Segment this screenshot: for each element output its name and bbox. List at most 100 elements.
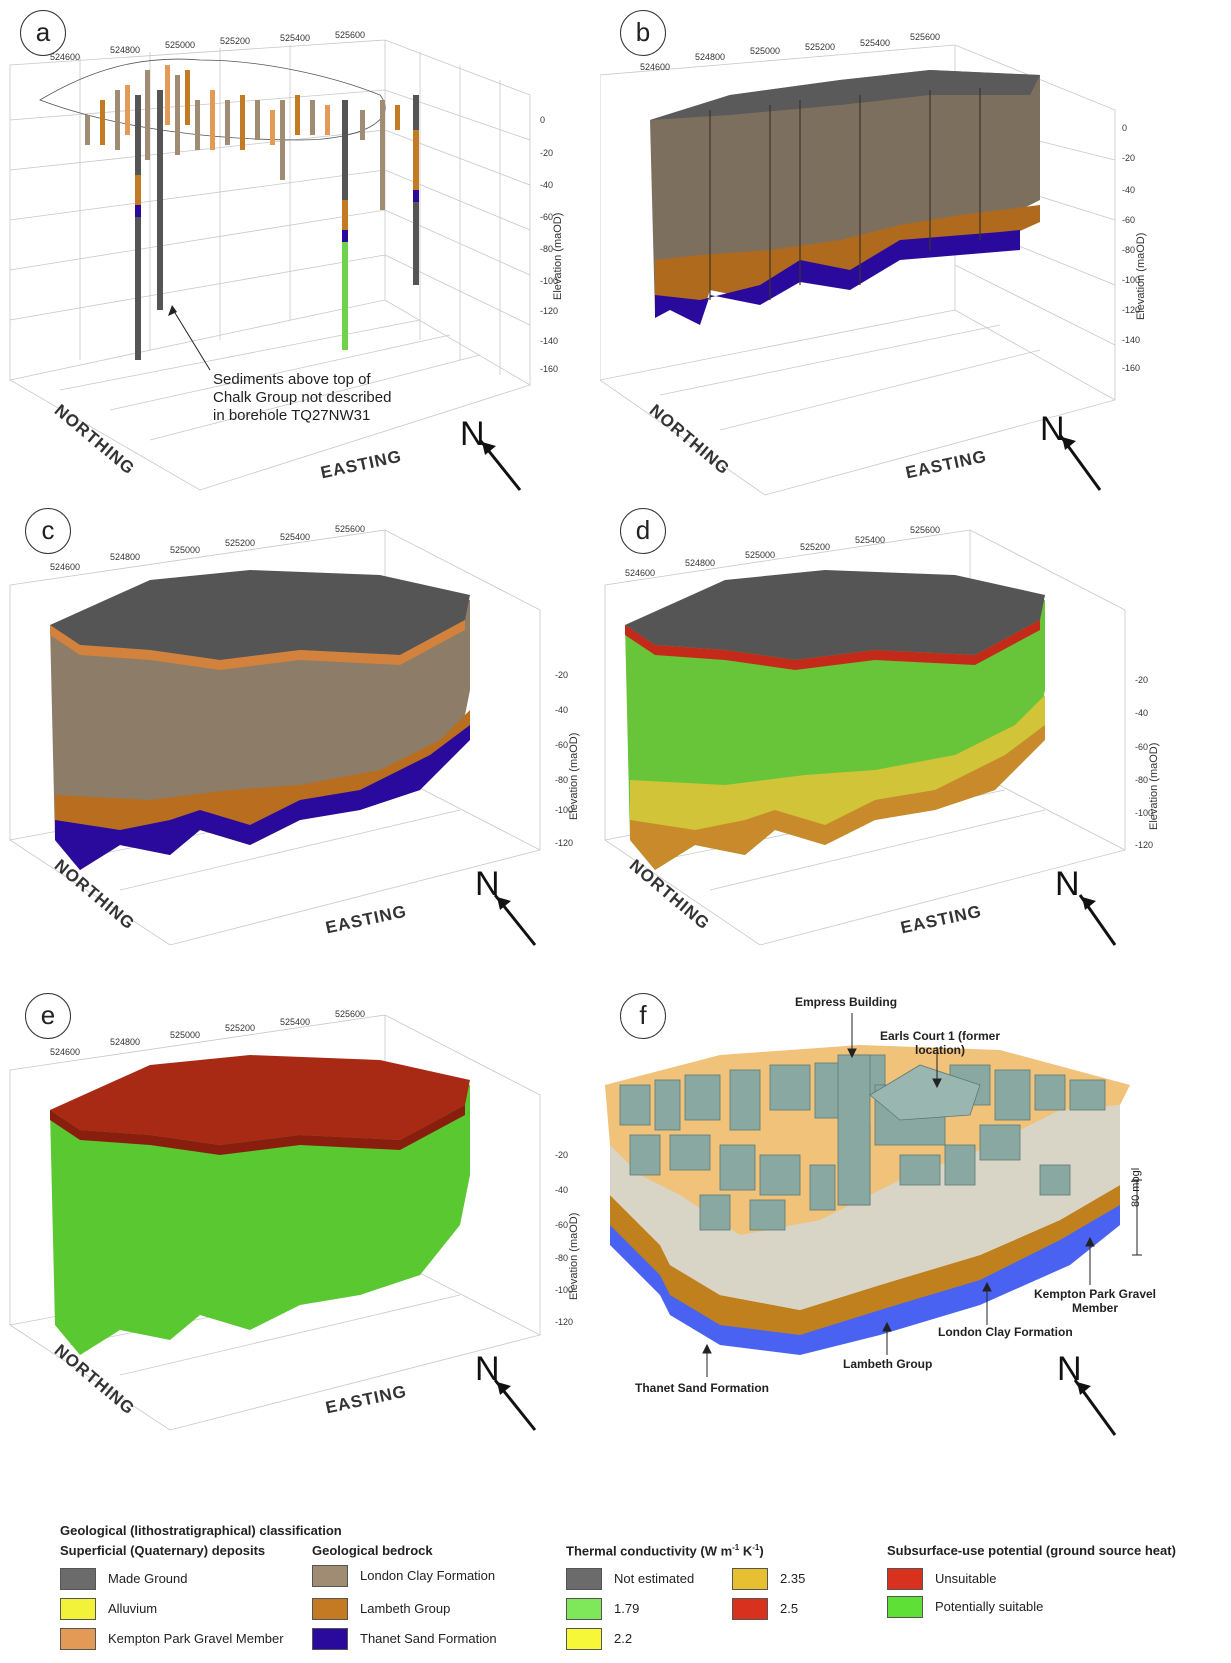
elev-tick: -140: [540, 336, 559, 346]
easting-tick: 524600: [50, 52, 81, 62]
north-arrow-n: N: [1040, 410, 1065, 448]
kempton-label: Kempton Park Gravel Member: [1033, 1287, 1157, 1315]
easting-tick: 525000: [750, 46, 781, 56]
elev-tick: -80: [1135, 775, 1149, 785]
legend-superficial-heading: Superficial (Quaternary) deposits: [60, 1543, 266, 1558]
panel-b: b 524600 524800 525000 525200 525400 525…: [600, 0, 1231, 500]
elev-tick: -80: [555, 775, 569, 785]
elev-tick: -80: [1122, 245, 1136, 255]
elev-tick: 0: [1122, 123, 1128, 133]
easting-tick: 524800: [110, 1037, 141, 1047]
elev-tick: -60: [555, 1220, 569, 1230]
easting-tick: 525600: [335, 30, 366, 40]
easting-tick: 525000: [170, 545, 201, 555]
easting-tick: 525000: [745, 550, 776, 560]
easting-tick: 524600: [640, 62, 671, 72]
elev-tick: -140: [1122, 335, 1141, 345]
easting-tick: 524800: [685, 558, 716, 568]
elev-tick: -120: [555, 838, 574, 848]
legend-swatch: [566, 1598, 602, 1620]
london-clay-label: London Clay Formation: [938, 1325, 1073, 1339]
elev-tick: -20: [1122, 153, 1136, 163]
north-arrow-n: N: [460, 415, 485, 453]
elev-tick: -100: [540, 276, 559, 286]
legend-swatch: [732, 1568, 768, 1590]
panel-b-plot: [600, 44, 1116, 496]
elev-tick: -20: [555, 1150, 569, 1160]
elev-tick: -40: [540, 180, 554, 190]
elevation-axis-label: Elevation (maOD): [568, 732, 580, 820]
easting-tick: 525400: [855, 535, 886, 545]
elev-tick: -20: [540, 148, 554, 158]
borehole-group: [85, 65, 419, 360]
borehole-annotation: Sediments above top of Chalk Group not d…: [213, 371, 392, 424]
panel-e-label: e: [25, 993, 71, 1039]
depth-label: 80 mbgl: [1130, 1167, 1142, 1207]
legend-swatch: [60, 1598, 96, 1620]
easting-tick: 525600: [335, 1009, 366, 1019]
panel-d: d 524600 524800 525000 525200 525400 525…: [600, 500, 1231, 970]
legend-swatch: [566, 1568, 602, 1590]
elev-tick: -100: [1135, 808, 1154, 818]
elev-tick: -60: [555, 740, 569, 750]
elev-tick: -20: [1135, 675, 1149, 685]
empress-building-label: Empress Building: [795, 995, 898, 1009]
elevation-axis-label: Elevation (maOD): [1135, 232, 1147, 320]
easting-tick: 525000: [170, 1030, 201, 1040]
panel-f-plot: [605, 1013, 1142, 1436]
legend-swatch: [312, 1598, 348, 1620]
easting-tick: 525400: [860, 38, 891, 48]
legend-swatch: [887, 1596, 923, 1618]
easting-tick: 525000: [165, 40, 196, 50]
legend-swatch: [60, 1568, 96, 1590]
elev-tick: -40: [1122, 185, 1136, 195]
elev-tick: -80: [555, 1253, 569, 1263]
legend-swatch: [566, 1628, 602, 1650]
legend-swatch: [732, 1598, 768, 1620]
elev-tick: -60: [1122, 215, 1136, 225]
legend-potential-heading: Subsurface-use potential (ground source …: [887, 1543, 1176, 1558]
north-arrow-n: N: [1055, 865, 1080, 903]
elev-tick: -20: [555, 670, 569, 680]
easting-tick: 525600: [335, 524, 366, 534]
easting-tick: 524800: [110, 552, 141, 562]
easting-tick: 525200: [220, 36, 251, 46]
elev-tick: -40: [1135, 708, 1149, 718]
legend-bedrock-heading: Geological bedrock: [312, 1543, 433, 1558]
easting-tick: 524600: [50, 562, 81, 572]
north-arrow-n: N: [475, 865, 500, 903]
easting-tick: 525200: [800, 542, 831, 552]
panel-e-plot: [9, 1014, 541, 1431]
panel-b-label: b: [620, 10, 666, 56]
legend-title: Geological (lithostratigraphical) classi…: [60, 1523, 342, 1538]
panel-d-label: d: [620, 508, 666, 554]
elev-tick: -100: [1122, 275, 1141, 285]
lambeth-label: Lambeth Group: [843, 1357, 933, 1371]
easting-tick: 525600: [910, 525, 941, 535]
legend-swatch: [312, 1628, 348, 1650]
legend: Geological (lithostratigraphical) classi…: [0, 1520, 1231, 1663]
panel-a: a 524600 524800 525000 525200 525400 525…: [0, 0, 600, 500]
elevation-axis-label: Elevation (maOD): [552, 212, 564, 300]
easting-tick: 525400: [280, 1017, 311, 1027]
elev-tick: -60: [540, 212, 554, 222]
elev-tick: -40: [555, 705, 569, 715]
easting-tick: 525400: [280, 33, 311, 43]
legend-swatch: [312, 1565, 348, 1587]
elev-tick: -120: [1135, 840, 1154, 850]
elevation-axis-label: Elevation (maOD): [568, 1212, 580, 1300]
panel-a-label: a: [20, 10, 66, 56]
panel-f-label: f: [620, 993, 666, 1039]
elev-tick: -120: [555, 1317, 574, 1327]
easting-tick: 525200: [225, 1023, 256, 1033]
panel-c-plot: [9, 529, 541, 946]
easting-tick: 525600: [910, 32, 941, 42]
legend-swatch: [60, 1628, 96, 1650]
north-arrow-n: N: [1057, 1350, 1082, 1388]
panel-e: e 524600 524800 525000 525200 525400 525…: [0, 985, 600, 1445]
easting-tick: 524600: [50, 1047, 81, 1057]
legend-swatch: [887, 1568, 923, 1590]
elev-tick: -40: [555, 1185, 569, 1195]
elev-tick: -80: [540, 244, 554, 254]
elev-tick: -100: [555, 805, 574, 815]
